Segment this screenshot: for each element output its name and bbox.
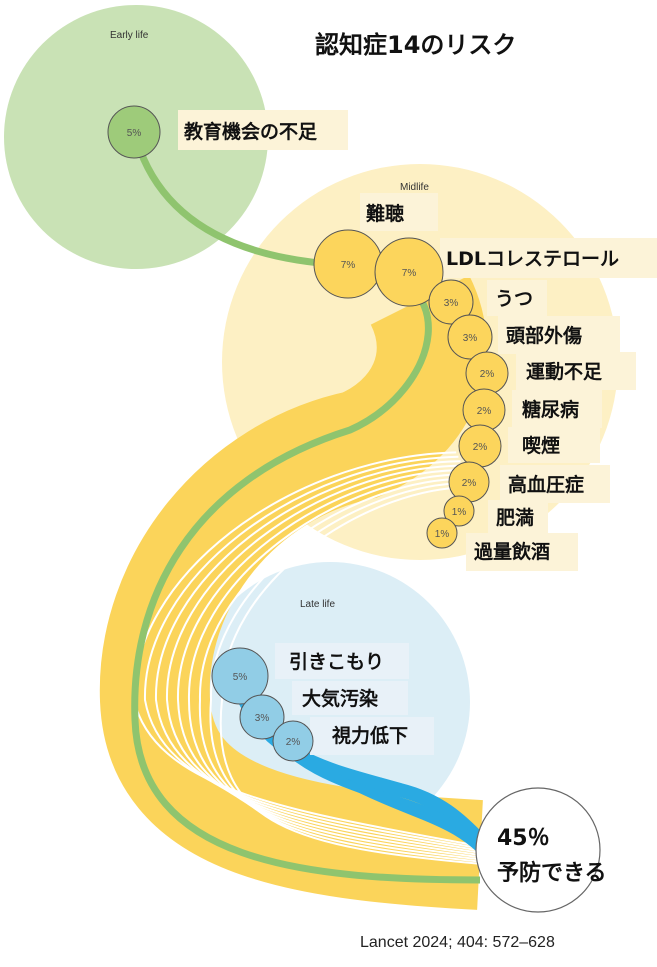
flow-separator (209, 482, 481, 863)
risk-node-obesity: 1% (443, 495, 475, 527)
prevention-result: 45％ 予防できる (475, 787, 607, 913)
risk-label: 頭部外傷 (506, 324, 582, 347)
risk-node-hypertension: 2% (448, 461, 490, 503)
risk-label: 喫煙 (522, 434, 560, 457)
risk-node-social-isolation: 5% (211, 647, 269, 705)
risk-label: LDLコレステロール (446, 248, 619, 270)
svg-text:1%: 1% (452, 507, 467, 518)
risk-node-inactivity: 2% (465, 351, 509, 395)
stage-label-mid: Midlife (400, 182, 429, 193)
svg-text:2%: 2% (473, 442, 488, 453)
risk-node-head-injury: 3% (447, 314, 493, 360)
svg-text:3%: 3% (255, 713, 270, 724)
flow-band-green (131, 148, 481, 884)
svg-text:2%: 2% (480, 369, 495, 380)
risk-node-ldl: 7% (374, 237, 444, 307)
svg-text:2%: 2% (477, 406, 492, 417)
svg-text:5%: 5% (233, 672, 248, 683)
risk-labels: 教育機会の不足 難聴 LDLコレステロール うつ 頭部外傷 運動不足 糖尿病 喫… (184, 120, 619, 747)
risk-label: 肥満 (496, 507, 534, 529)
flow-separator (219, 486, 481, 865)
chart-title: 認知症14のリスク (315, 31, 516, 59)
risk-label: 運動不足 (526, 361, 603, 383)
svg-text:7%: 7% (402, 268, 417, 279)
prevention-text: 予防できる (497, 861, 607, 886)
flow-separator (154, 460, 481, 852)
stage-label-early: Early life (110, 30, 149, 41)
risk-label: 視力低下 (331, 724, 408, 747)
risk-label: 難聴 (366, 202, 404, 225)
flow-separator (165, 464, 481, 854)
flow-separator (187, 473, 481, 859)
risk-node-smoking: 2% (458, 424, 502, 468)
flow-separator (176, 469, 481, 856)
stage-label-late: Late life (300, 599, 335, 610)
risk-label: 高血圧症 (508, 473, 584, 496)
flow-separators (132, 451, 481, 865)
risk-label: 糖尿病 (522, 398, 579, 421)
risk-node-hearing-loss: 7% (313, 229, 383, 299)
svg-text:5%: 5% (127, 128, 142, 139)
svg-text:2%: 2% (462, 478, 477, 489)
svg-text:2%: 2% (286, 737, 301, 748)
risk-node-vision-loss: 2% (272, 720, 314, 762)
risk-label: 教育機会の不足 (184, 120, 318, 143)
svg-text:7%: 7% (341, 260, 356, 271)
svg-text:3%: 3% (463, 333, 478, 344)
svg-text:1%: 1% (435, 529, 450, 540)
risk-node-education: 5% (107, 105, 161, 159)
risk-node-air-pollution: 3% (239, 694, 285, 740)
flow-band-yellow (99, 275, 487, 910)
risk-label: 大気汚染 (302, 687, 378, 710)
prevention-value: 45％ (497, 826, 550, 851)
risk-nodes: 5% 7% 7% 3% 3% 2% 2% 2% (107, 105, 509, 762)
risk-node-depression: 3% (428, 279, 474, 325)
risk-node-alcohol: 1% (426, 517, 458, 549)
risk-label: 過量飲酒 (474, 540, 550, 563)
citation: Lancet 2024; 404: 572–628 (360, 934, 555, 951)
risk-label: うつ (495, 288, 533, 310)
svg-text:3%: 3% (444, 298, 459, 309)
flow-separator (143, 455, 481, 850)
flow-separator (198, 477, 481, 861)
risk-node-diabetes: 2% (462, 388, 506, 432)
risk-label: 引きこもり (289, 651, 384, 673)
label-backgrounds (178, 110, 657, 755)
